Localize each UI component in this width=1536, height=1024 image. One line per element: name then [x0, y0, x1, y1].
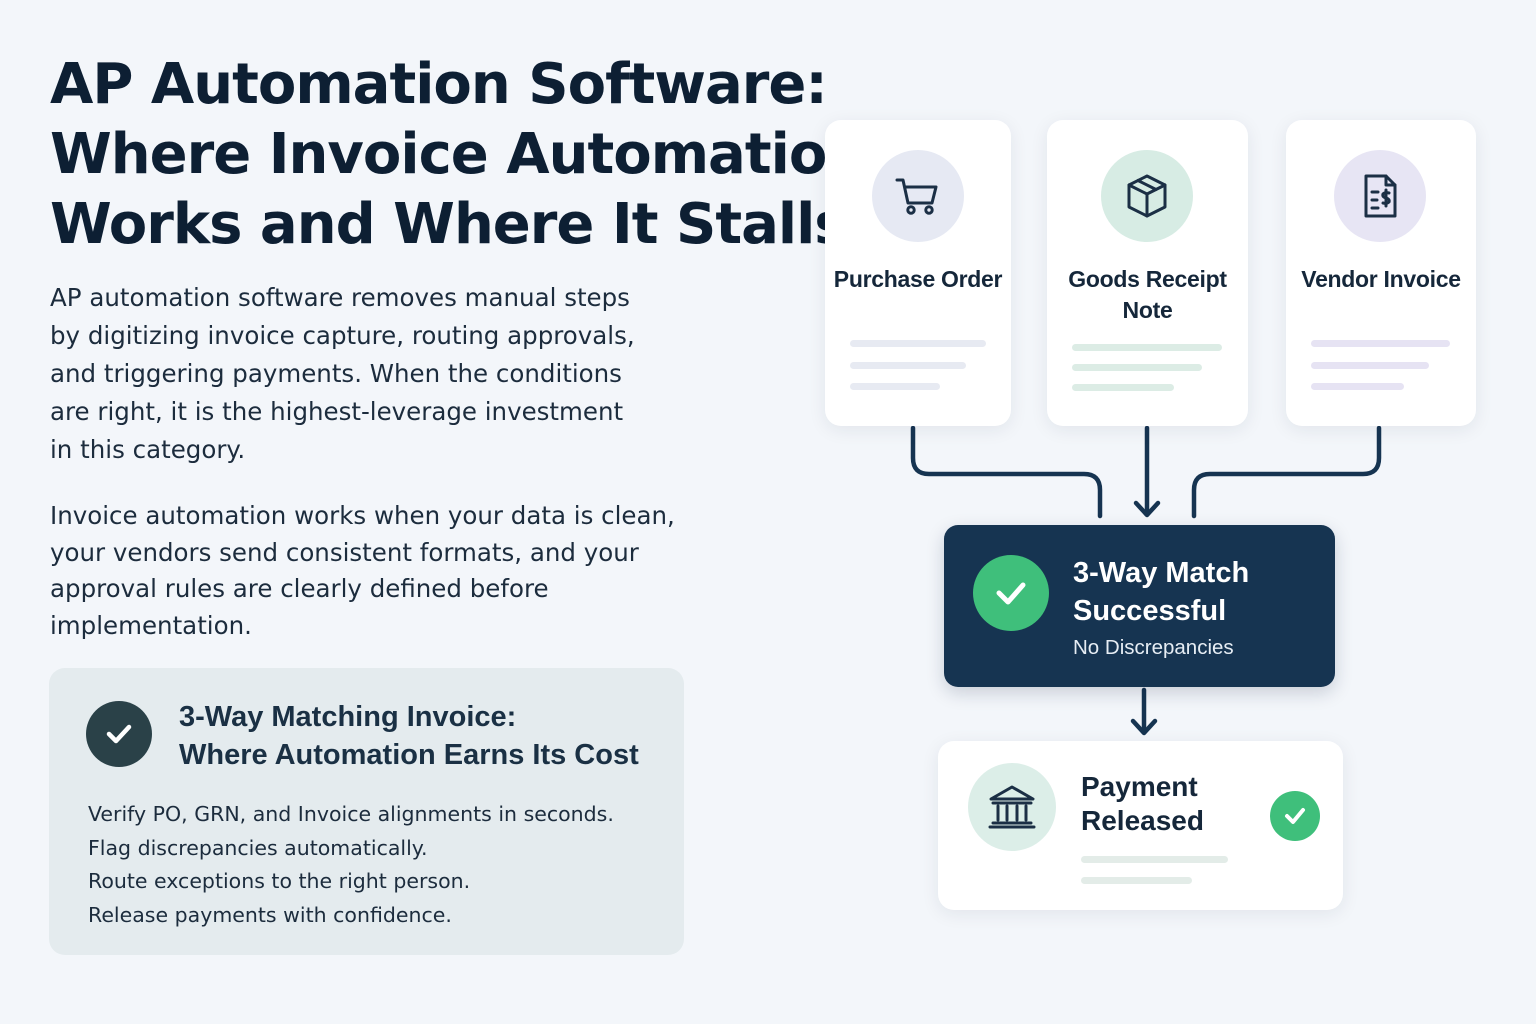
label-line: Note	[1122, 297, 1173, 323]
intro-line: by digitizing invoice capture, routing a…	[50, 321, 635, 350]
purchase-order-card: Purchase Order	[825, 120, 1011, 426]
payment-title-line: Released	[1081, 805, 1204, 836]
conditions-line: your vendors send consistent formats, an…	[50, 537, 639, 567]
intro-line: AP automation software removes manual st…	[50, 283, 630, 312]
list-item: Release payments with confidence.	[88, 902, 452, 927]
payment-card: Payment Released	[938, 741, 1343, 910]
text-line-placeholder	[850, 383, 940, 390]
label-line: Goods Receipt	[1068, 266, 1227, 292]
check-circle-icon	[86, 701, 152, 767]
text-line-placeholder	[1081, 856, 1228, 863]
title-line: AP Automation Software:	[50, 52, 828, 117]
intro-line: are right, it is the highest-leverage in…	[50, 397, 624, 426]
intro-line: in this category.	[50, 435, 246, 464]
page-title: AP Automation Software: Where Invoice Au…	[50, 50, 866, 260]
matching-callout: 3-Way Matching Invoice: Where Automation…	[49, 668, 684, 955]
intro-line: and triggering payments. When the condit…	[50, 359, 622, 388]
text-line-placeholder	[1072, 384, 1174, 391]
arrow-head-payment	[1130, 718, 1158, 736]
conditions-line: implementation.	[50, 610, 252, 640]
list-item: Verify PO, GRN, and Invoice alignments i…	[88, 802, 614, 826]
list-item: Flag discrepancies automatically.	[88, 835, 428, 860]
title-line: Works and Where It Stalls	[50, 192, 848, 257]
callout-title-line: Where Automation Earns Its Cost	[179, 739, 639, 771]
arrow-head-goods-receipt	[1133, 500, 1161, 518]
package-box-icon	[1101, 150, 1193, 242]
list-item: Route exceptions to the right person.	[88, 869, 471, 893]
bank-icon	[968, 763, 1056, 851]
vendor-invoice-card: Vendor Invoice	[1286, 120, 1476, 426]
match-title-line: 3-Way Match	[1073, 557, 1250, 589]
callout-list: Verify PO, GRN, and Invoice alignments i…	[88, 798, 614, 932]
conditions-line: approval rules are clearly defined befor…	[50, 574, 549, 603]
goods-receipt-card: Goods Receipt Note	[1047, 120, 1248, 426]
title-line: Where Invoice Automation	[50, 122, 866, 187]
connector-vendor-invoice	[1191, 425, 1382, 519]
check-icon	[1270, 791, 1320, 841]
label-line: Vendor Invoice	[1301, 266, 1461, 292]
match-result-box: 3-Way Match Successful No Discrepancies	[944, 525, 1335, 687]
vendor-invoice-label: Vendor Invoice	[1286, 264, 1476, 295]
label-line: Purchase Order	[833, 266, 1003, 292]
payment-title-line: Payment	[1081, 771, 1198, 802]
goods-receipt-label: Goods Receipt Note	[1047, 264, 1248, 326]
callout-title: 3-Way Matching Invoice: Where Automation…	[179, 698, 639, 774]
match-subtitle: No Discrepancies	[1073, 636, 1234, 659]
text-line-placeholder	[850, 362, 966, 369]
text-line-placeholder	[850, 340, 986, 347]
conditions-paragraph: Invoice automation works when your data …	[50, 498, 690, 644]
conditions-line: Invoice automation works when your data …	[50, 501, 675, 530]
text-line-placeholder	[1311, 383, 1404, 390]
text-line-placeholder	[1311, 340, 1450, 347]
callout-title-line: 3-Way Matching Invoice:	[179, 701, 517, 733]
text-line-placeholder	[1072, 344, 1222, 351]
shopping-cart-icon	[872, 150, 964, 242]
check-icon	[973, 555, 1049, 631]
intro-paragraph: AP automation software removes manual st…	[50, 279, 690, 469]
text-line-placeholder	[1311, 362, 1429, 369]
invoice-document-icon	[1334, 150, 1426, 242]
text-line-placeholder	[1081, 877, 1192, 884]
match-title-line: Successful	[1073, 595, 1227, 627]
connector-purchase-order	[910, 425, 1103, 519]
payment-title: Payment Released	[1081, 770, 1204, 838]
text-line-placeholder	[1072, 364, 1202, 371]
match-title: 3-Way Match Successful	[1073, 554, 1249, 630]
purchase-order-label: Purchase Order	[825, 264, 1011, 295]
